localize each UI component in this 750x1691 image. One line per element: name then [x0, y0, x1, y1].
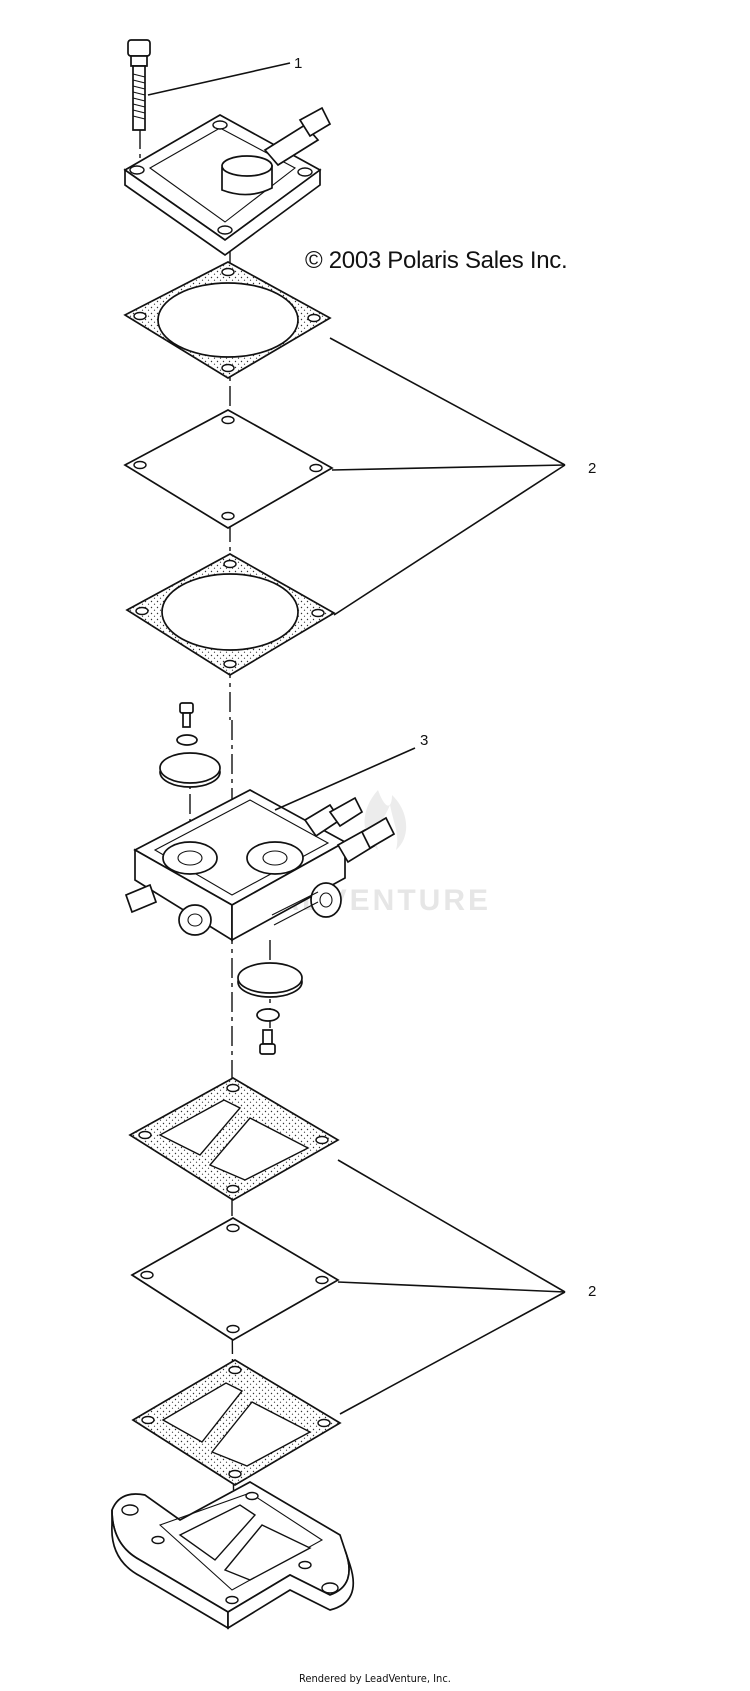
lower-check-valve: [237, 962, 303, 1055]
upper-gasket-bottom: [125, 553, 336, 676]
footer-credit: Rendered by LeadVenture, Inc.: [299, 1672, 451, 1685]
pump-body: [124, 789, 396, 942]
copyright-text: © 2003 Polaris Sales Inc.: [305, 247, 567, 274]
lower-gasket-top: [128, 1077, 340, 1201]
callout-2-lower: 2: [588, 1283, 596, 1300]
lower-diaphragm: [130, 1217, 340, 1341]
callout-3: 3: [420, 732, 428, 749]
leader-lines: [147, 62, 566, 1415]
screw-part-1: [127, 39, 151, 131]
callout-1: 1: [294, 55, 302, 72]
upper-diaphragm: [123, 409, 334, 529]
upper-check-valve: [159, 702, 221, 788]
pump-base-plate: [111, 1481, 355, 1630]
pump-top-cover: [123, 106, 332, 257]
lower-gasket-bottom: [131, 1359, 342, 1486]
upper-gasket-top: [123, 261, 332, 379]
callout-2-upper: 2: [588, 460, 596, 477]
